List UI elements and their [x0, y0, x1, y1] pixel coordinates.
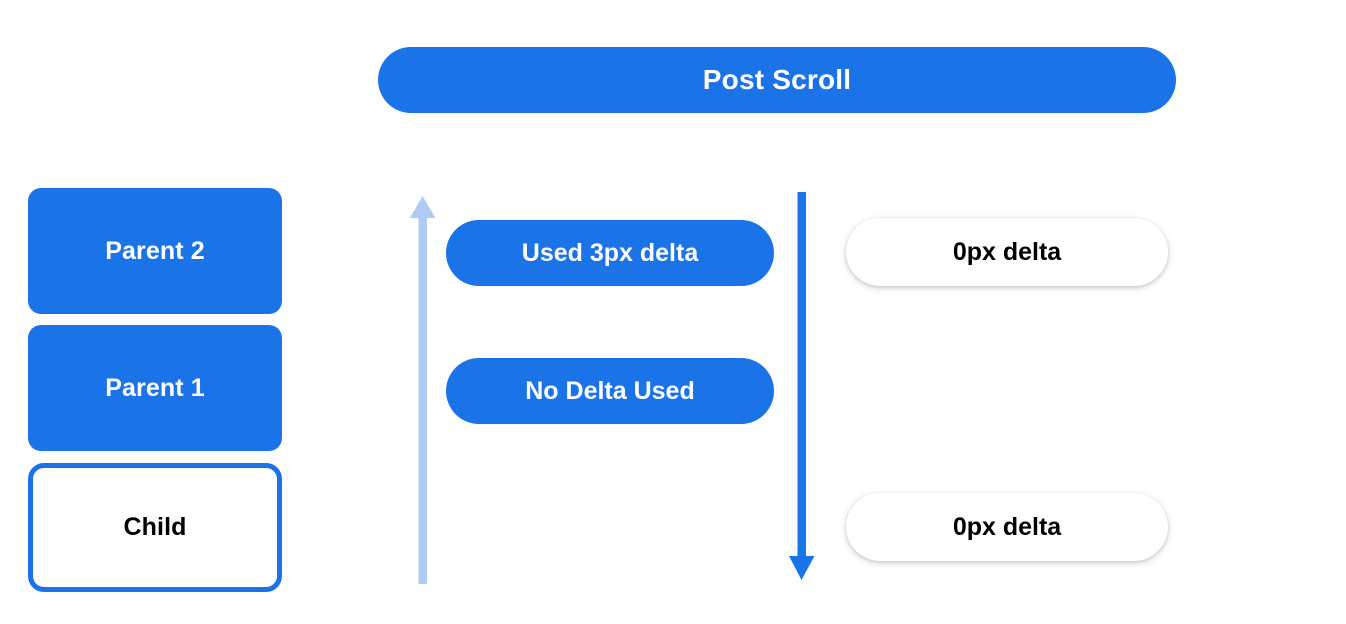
- pill-no-delta-used-label: No Delta Used: [525, 376, 695, 405]
- node-parent-1-label: Parent 1: [105, 373, 205, 402]
- pill-delta-bottom: 0px delta: [846, 493, 1168, 561]
- title-banner: Post Scroll: [378, 47, 1176, 113]
- node-parent-2: Parent 2: [28, 188, 282, 314]
- title-banner-label: Post Scroll: [702, 64, 852, 95]
- arrow-up-icon: [410, 196, 436, 584]
- pill-delta-top: 0px delta: [846, 218, 1168, 286]
- node-parent-1: Parent 1: [28, 325, 282, 451]
- pill-delta-bottom-label: 0px delta: [952, 512, 1062, 541]
- node-child: Child: [28, 463, 282, 592]
- node-parent-2-label: Parent 2: [105, 236, 205, 265]
- node-child-label: Child: [123, 513, 187, 541]
- pill-used-3px-delta: Used 3px delta: [446, 220, 774, 286]
- arrow-down-icon: [789, 192, 815, 580]
- pill-no-delta-used: No Delta Used: [446, 358, 774, 424]
- pill-delta-top-label: 0px delta: [952, 237, 1062, 266]
- pill-used-3px-delta-label: Used 3px delta: [521, 238, 699, 267]
